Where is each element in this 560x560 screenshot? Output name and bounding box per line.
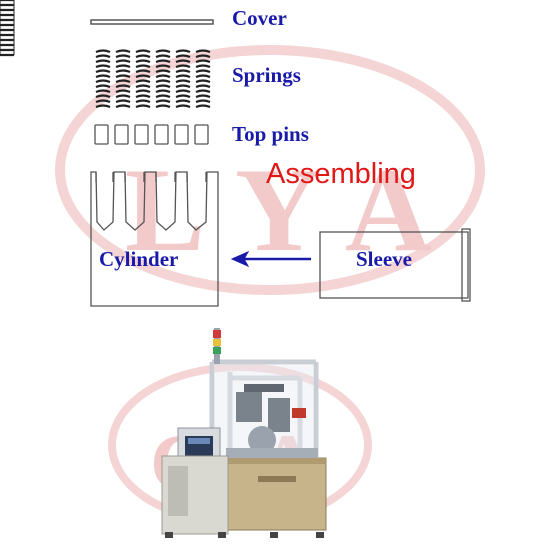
top-pin	[94, 124, 109, 145]
top-pin	[154, 124, 169, 145]
spring-coil	[175, 49, 191, 109]
spring-coil	[95, 49, 111, 109]
spring-coil	[135, 49, 151, 109]
watermark-letter: A	[345, 143, 432, 276]
top-pin	[134, 124, 149, 145]
spring-coil	[115, 49, 131, 109]
springs-part	[0, 0, 15, 57]
sleeve-label: Sleeve	[356, 247, 412, 271]
arrow-icon	[230, 250, 311, 268]
machine-base	[227, 457, 327, 531]
assembly-diagram	[0, 0, 471, 307]
top-pin	[174, 124, 189, 145]
watermark-ring-upper	[55, 45, 485, 295]
spring-coil	[195, 49, 211, 109]
springs-label: Springs	[232, 63, 301, 87]
top-pins-label: Top pins	[232, 122, 309, 146]
top-pins-part	[94, 124, 209, 145]
cover-part	[90, 19, 214, 25]
watermark-letter: L	[125, 143, 205, 276]
spring-coil	[155, 49, 171, 109]
assembling-label: Assembling	[266, 158, 416, 190]
top-pin	[114, 124, 129, 145]
watermark-letter: Y	[235, 143, 322, 276]
sleeve-part	[319, 228, 471, 302]
cylinder-label: Cylinder	[99, 247, 179, 271]
cylinder-part	[90, 171, 219, 307]
cover-label: Cover	[232, 6, 287, 30]
top-pin	[194, 124, 209, 145]
